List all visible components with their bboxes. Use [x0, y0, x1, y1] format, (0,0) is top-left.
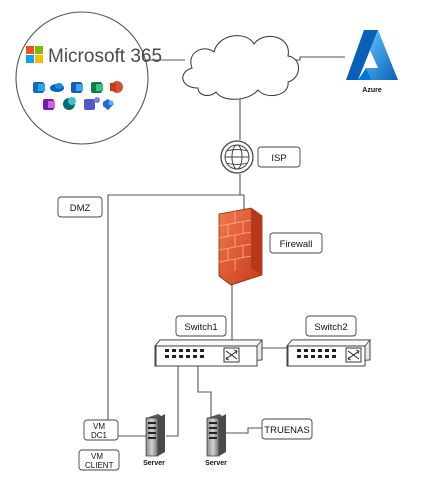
- vm-dc1-line1: VM: [93, 422, 105, 431]
- onedrive-icon: [50, 83, 64, 92]
- firewall-label-box: Firewall: [269, 232, 323, 254]
- firewall-icon: [218, 207, 263, 286]
- vm-dc1-label-box: VM DC1: [83, 419, 119, 441]
- switch1-label: Switch1: [184, 322, 217, 333]
- excel-icon: [91, 82, 103, 93]
- link-isp-firewall: [239, 174, 245, 210]
- link-server2-truenas: [221, 427, 262, 434]
- teams-icon: [84, 97, 100, 110]
- vm-client-line2: CLIENT: [85, 461, 114, 470]
- vm-client-label-box: VM CLIENT: [78, 449, 120, 471]
- globe-icon: [220, 140, 254, 174]
- dmz-label-box: DMZ: [57, 196, 103, 218]
- m365-title: Microsoft 365: [48, 46, 162, 67]
- cloud-icon: [182, 35, 299, 100]
- microsoft-logo-icon: [26, 46, 43, 63]
- vm-dc1-line2: DC1: [91, 431, 108, 440]
- outlook-icon: [33, 82, 45, 93]
- viva-icon: [103, 99, 114, 110]
- server2-label: Server: [205, 460, 227, 467]
- sharepoint-icon: [63, 97, 76, 110]
- isp-label: ISP: [271, 153, 286, 164]
- link-cloud-azure: [290, 56, 345, 61]
- switch2-label: Switch2: [314, 322, 347, 333]
- link-switch1-server1: [166, 366, 179, 437]
- m365-circle: [15, 11, 149, 145]
- server1-label: Server: [143, 460, 165, 467]
- link-switch1-server2: [197, 366, 212, 418]
- onenote-icon: [43, 99, 55, 110]
- switch1-label-box: Switch1: [175, 315, 227, 337]
- vm-client-line1: VM: [91, 452, 103, 461]
- truenas-label-box: TRUENAS: [261, 418, 313, 440]
- isp-label-box: ISP: [257, 146, 301, 168]
- switch1-icon: [154, 339, 263, 367]
- switch2-label-box: Switch2: [305, 315, 357, 337]
- server2-icon: [206, 414, 226, 457]
- dmz-label: DMZ: [70, 203, 91, 214]
- powerpoint-icon: [110, 81, 123, 93]
- firewall-label: Firewall: [280, 239, 313, 250]
- azure-group: Azure: [346, 30, 398, 94]
- truenas-label: TRUENAS: [264, 425, 309, 436]
- azure-logo-icon: [346, 30, 398, 80]
- link-dmz: [107, 194, 244, 420]
- azure-label: Azure: [362, 87, 382, 94]
- server1-icon: [145, 414, 165, 457]
- microsoft365-group: Microsoft 365: [15, 11, 162, 145]
- word-icon: [71, 82, 83, 93]
- switch2-icon: [286, 339, 371, 367]
